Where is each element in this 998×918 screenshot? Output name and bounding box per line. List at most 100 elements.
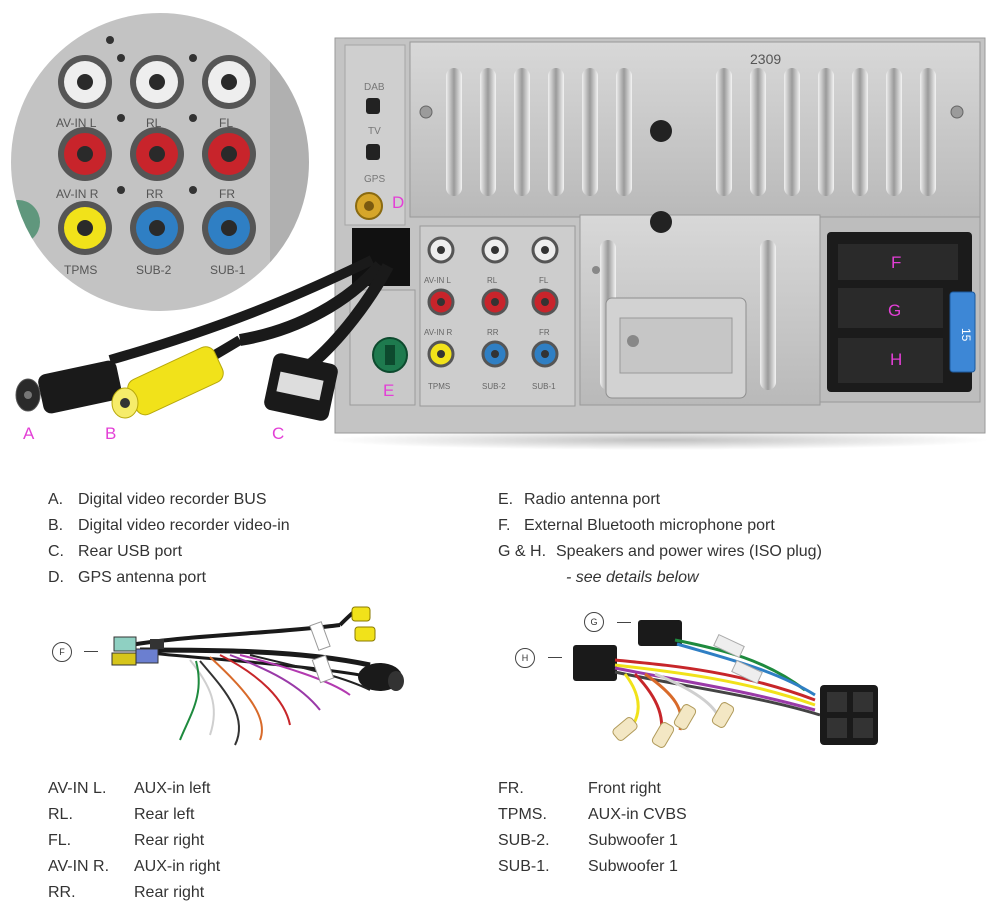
- zoom-label-tpms: TPMS: [64, 263, 97, 277]
- legend-key: F.: [498, 517, 511, 534]
- legend-item: G & H. Speakers and power wires (ISO plug…: [498, 539, 822, 565]
- glossary-row: TPMS. AUX-in CVBS: [498, 802, 687, 828]
- legend-key: B.: [48, 517, 64, 534]
- small-label-sub2: SUB-2: [482, 382, 506, 391]
- glossary-row: AV-IN L. AUX-in left: [48, 776, 220, 802]
- glossary-row: AV-IN R. AUX-in right: [48, 854, 220, 880]
- marker-e: E: [383, 381, 395, 400]
- legend-key: E.: [498, 491, 514, 508]
- zoom-label-sub1: SUB-1: [210, 263, 246, 277]
- glossary-key: TPMS.: [498, 806, 547, 823]
- glossary-key: RR.: [48, 884, 76, 901]
- glossary-key: SUB-1.: [498, 858, 550, 875]
- glossary-right: FR. Front right TPMS. AUX-in CVBS SUB-2. Su…: [498, 776, 687, 880]
- glossary-row: FL. Rear right: [48, 828, 220, 854]
- dab-label: DAB: [364, 82, 385, 93]
- glossary-text: Rear right: [134, 884, 205, 901]
- zoom-label-sub2: SUB-2: [136, 263, 172, 277]
- glossary-text: Front right: [588, 780, 661, 797]
- glossary-text: Subwoofer 1: [588, 858, 678, 875]
- legend-note: - see details below: [566, 569, 699, 586]
- legend-right: E. Radio antenna port F. External Bluetoot…: [498, 487, 822, 591]
- small-label-rr: RR: [487, 328, 499, 337]
- rear-usb-plug: [264, 353, 338, 421]
- legend-text: Speakers and power wires (ISO plug): [556, 543, 822, 560]
- glossary-row: FR. Front right: [498, 776, 687, 802]
- legend-item: E. Radio antenna port: [498, 487, 822, 513]
- harness-h-leader: [548, 657, 562, 658]
- gps-label: GPS: [364, 174, 385, 185]
- glossary-text: AUX-in right: [134, 858, 221, 875]
- zoom-label-avinl: AV-IN L: [56, 116, 97, 130]
- rca-block-small: AV-IN L RL FL AV-IN R RR FR TPMS SUB-2 S…: [419, 225, 576, 407]
- legend-text: Digital video recorder BUS: [78, 491, 267, 508]
- small-label-fl: FL: [539, 276, 549, 285]
- legend-text: External Bluetooth microphone port: [524, 517, 775, 534]
- legend-key: D.: [48, 569, 64, 586]
- zoom-label-fr: FR: [219, 187, 235, 201]
- iso-harness-image: [573, 620, 878, 748]
- stereo-back-panel-photo: 2309 DAB TV GPS AV-IN L RL FL AV-IN R RR: [0, 2, 990, 450]
- marker-b: B: [105, 424, 117, 443]
- legend-text: GPS antenna port: [78, 569, 207, 586]
- harness-g-callout: G: [584, 612, 604, 632]
- glossary-key: FR.: [498, 780, 524, 797]
- legend-item: F. External Bluetooth microphone port: [498, 513, 822, 539]
- small-label-rl: RL: [487, 276, 498, 285]
- glossary-text: AUX-in left: [134, 780, 211, 797]
- dvr-video-in-plug: [111, 335, 243, 419]
- glossary-text: Rear right: [134, 832, 205, 849]
- small-label-fr: FR: [539, 328, 550, 337]
- zoom-label-fl: FL: [219, 116, 233, 130]
- glossary-left: AV-IN L. AUX-in left RL. Rear left FL. Rear…: [48, 776, 220, 906]
- cable-bundle: [108, 228, 410, 370]
- rca-zoom-circle: AV-IN L RL FL AV-IN R RR FR TPMS SUB-2 S…: [0, 2, 320, 322]
- dvr-bus-jack: [15, 360, 122, 414]
- small-label-avinr: AV-IN R: [424, 328, 453, 337]
- small-label-tpms: TPMS: [428, 382, 450, 391]
- glossary-row: RR. Rear right: [48, 880, 220, 906]
- tv-label: TV: [368, 126, 381, 137]
- zoom-label-avinr: AV-IN R: [56, 187, 99, 201]
- harness-f-image: [111, 606, 404, 746]
- legend-note-row: - see details below: [498, 565, 822, 591]
- legend-key: A.: [48, 491, 64, 508]
- small-label-sub1: SUB-1: [532, 382, 556, 391]
- glossary-key: AV-IN L.: [48, 780, 107, 797]
- legend-key: G & H.: [498, 543, 547, 560]
- legend-left: A. Digital video recorder BUS B. Digital v…: [48, 487, 290, 591]
- legend-item: B. Digital video recorder video-in: [48, 513, 290, 539]
- glossary-row: SUB-2. Subwoofer 1: [498, 828, 687, 854]
- harness-f-leader: [84, 651, 98, 652]
- marker-c: C: [272, 424, 285, 443]
- marker-h: H: [890, 350, 903, 369]
- glossary-row: RL. Rear left: [48, 802, 220, 828]
- legend-text: Radio antenna port: [524, 491, 661, 508]
- glossary-key: AV-IN R.: [48, 858, 110, 875]
- marker-f: F: [891, 253, 902, 272]
- gps-antenna-connector: [355, 192, 383, 220]
- glossary-text: AUX-in CVBS: [588, 806, 687, 823]
- harness-h-callout: H: [515, 648, 535, 668]
- marker-a: A: [23, 424, 35, 443]
- harness-f-callout: F: [52, 642, 72, 662]
- fuse-value: 15: [959, 328, 973, 342]
- glossary-key: FL.: [48, 832, 72, 849]
- iso-socket-block: 15: [827, 232, 976, 392]
- legend-text: Digital video recorder video-in: [78, 517, 290, 534]
- legend-text: Rear USB port: [78, 543, 183, 560]
- marker-g: G: [888, 301, 902, 320]
- zoom-label-rl: RL: [146, 116, 162, 130]
- legend-item: C. Rear USB port: [48, 539, 290, 565]
- small-label-avinl: AV-IN L: [424, 276, 452, 285]
- marker-d: D: [392, 193, 405, 212]
- glossary-key: SUB-2.: [498, 832, 550, 849]
- glossary-key: RL.: [48, 806, 73, 823]
- zoom-label-rr: RR: [146, 187, 164, 201]
- legend-item: D. GPS antenna port: [48, 565, 290, 591]
- harness-g-leader: [617, 622, 631, 623]
- glossary-text: Subwoofer 1: [588, 832, 678, 849]
- glossary-row: SUB-1. Subwoofer 1: [498, 854, 687, 880]
- legend-key: C.: [48, 543, 64, 560]
- glossary-text: Rear left: [134, 806, 195, 823]
